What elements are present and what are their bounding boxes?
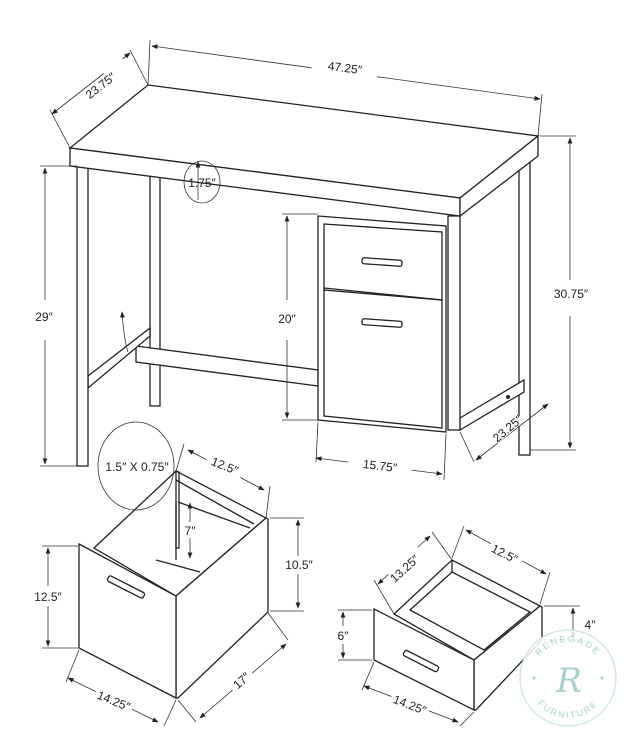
drawer-handle: [361, 318, 403, 328]
small-drawer-front-height-label: 6″: [338, 629, 350, 643]
file-drawer-inner-height-label: 7″: [185, 524, 197, 538]
cabinet-height-label: 20″: [278, 312, 296, 326]
knee-height-label: 29″: [35, 310, 53, 324]
desk-top-side-edge: [459, 134, 539, 218]
file-drawer-front-height-label: 12.5″: [34, 590, 62, 604]
drawer-handle: [402, 649, 440, 673]
back-left-leg: [149, 159, 161, 407]
total-height-label: 30.75″: [554, 287, 589, 301]
file-drawer: [323, 287, 443, 429]
renegade-furniture-logo: RENEGADE FURNITURE R: [519, 629, 617, 727]
small-drawer-side-height-label: 4″: [585, 618, 597, 632]
small-drawer-illustration: [338, 525, 580, 727]
svg-text:R: R: [555, 661, 582, 701]
file-drawer-inner-width-label: 12.5″: [209, 454, 241, 478]
front-left-leg: [76, 165, 89, 467]
leg-size-label: 1.5″ X 0.75″: [105, 460, 169, 474]
file-drawer-illustration: [42, 443, 304, 727]
cabinet-width-label: 15.75″: [362, 457, 398, 475]
front-right-leg: [447, 215, 461, 431]
back-right-leg: [518, 159, 531, 456]
stretcher: [135, 345, 319, 387]
desk-illustration: [68, 84, 540, 467]
top-thickness-label: 1.75″: [188, 176, 216, 190]
drawer-handle: [106, 575, 146, 599]
desk-depth-label: 23.75″: [83, 69, 119, 102]
file-drawer-side-height-label: 10.5″: [285, 558, 313, 572]
drawer-handle: [361, 257, 403, 267]
desk-width-label: 47.25″: [327, 59, 364, 77]
